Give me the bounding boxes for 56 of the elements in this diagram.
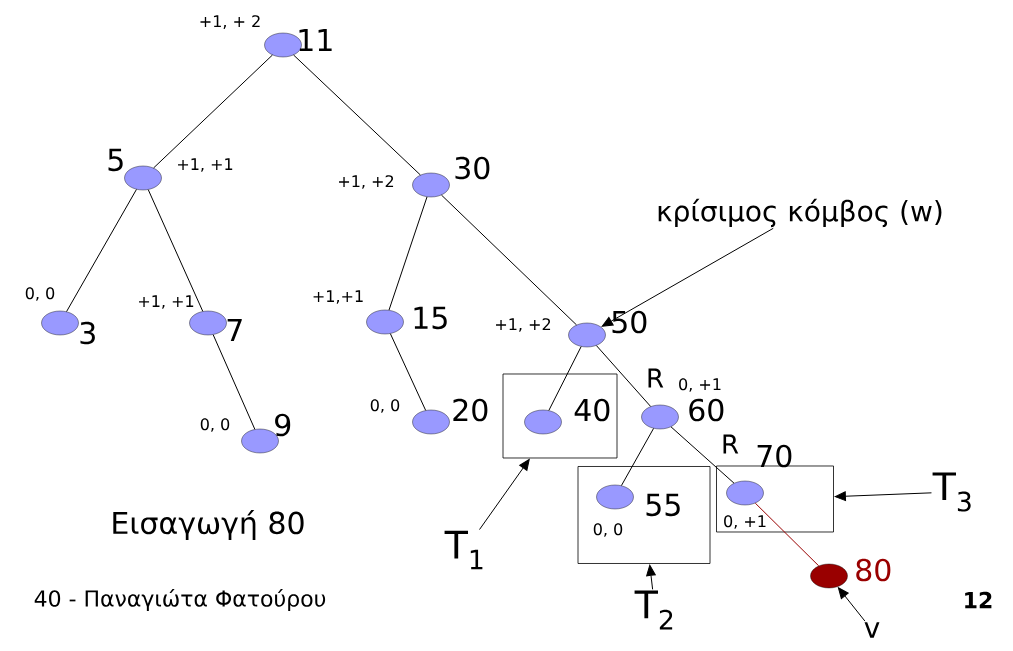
subtree-label: T$_{1}$ <box>444 530 483 570</box>
node-key: 5 <box>108 148 123 172</box>
node-key: 70 <box>757 444 792 468</box>
balance-label: 0, 0 <box>370 399 400 413</box>
node-key: 80 <box>856 558 891 582</box>
balance-label: +1, +1 <box>178 158 233 172</box>
node-key: 9 <box>275 413 291 437</box>
tree-edge <box>754 502 820 567</box>
arrow <box>837 587 866 622</box>
tree-edge <box>212 334 256 430</box>
balance-label: 0, 0 <box>200 418 230 432</box>
balance-label: 0, 0 <box>25 287 55 301</box>
node-key: 30 <box>455 156 490 180</box>
tree-edge <box>595 345 652 407</box>
balance-label: +1, + 2 <box>200 15 260 29</box>
balance-label: +1, +2 <box>496 318 551 332</box>
arrow <box>646 564 656 590</box>
rotation-mark: R <box>648 368 664 388</box>
page-number: 12 <box>965 591 992 609</box>
subtree-box <box>502 373 618 459</box>
subtree-label: T$_{3}$ <box>932 472 971 512</box>
node-key: 3 <box>80 321 95 345</box>
node-key: 7 <box>227 319 242 341</box>
balance-label: 0, 0 <box>593 523 623 537</box>
balance-label: +1, +2 <box>339 175 394 189</box>
subtree-label: T$_{2}$ <box>634 590 673 630</box>
callout-text: κρίσιμος κόμβος (w) <box>658 198 942 228</box>
callout-text: v <box>864 622 880 638</box>
node-key: 40 <box>574 398 610 422</box>
node-key: 15 <box>414 306 447 330</box>
arrow <box>479 458 530 531</box>
arrow <box>601 227 774 327</box>
tree-edge <box>147 189 204 312</box>
balance-label: 0, +1 <box>724 515 766 529</box>
node-key: 50 <box>612 310 647 334</box>
balance-label: +1, +1 <box>139 295 194 309</box>
rotation-mark: R <box>723 434 739 454</box>
tree-edge <box>66 188 137 313</box>
tree-edge <box>293 54 421 176</box>
tree-edge <box>389 333 427 411</box>
node-key: 55 <box>646 493 680 517</box>
tree-edge <box>620 427 655 487</box>
node-key: 11 <box>299 29 332 51</box>
tree-edge <box>441 194 577 326</box>
subtree-box <box>577 466 711 564</box>
balance-label: +1,+1 <box>313 290 363 304</box>
arrow <box>834 491 932 502</box>
node-key: 20 <box>453 398 488 422</box>
node-key: 60 <box>689 398 724 422</box>
tree-edge <box>670 426 735 484</box>
caption-text: Εισαγωγή 80 <box>113 509 304 541</box>
tree-edge <box>388 196 428 311</box>
tree-edge <box>153 54 273 169</box>
tree-edge <box>548 346 582 411</box>
footer-text: 40 - Παναγιώτα Φατούρου <box>34 588 326 612</box>
balance-label: 0, +1 <box>679 378 721 392</box>
